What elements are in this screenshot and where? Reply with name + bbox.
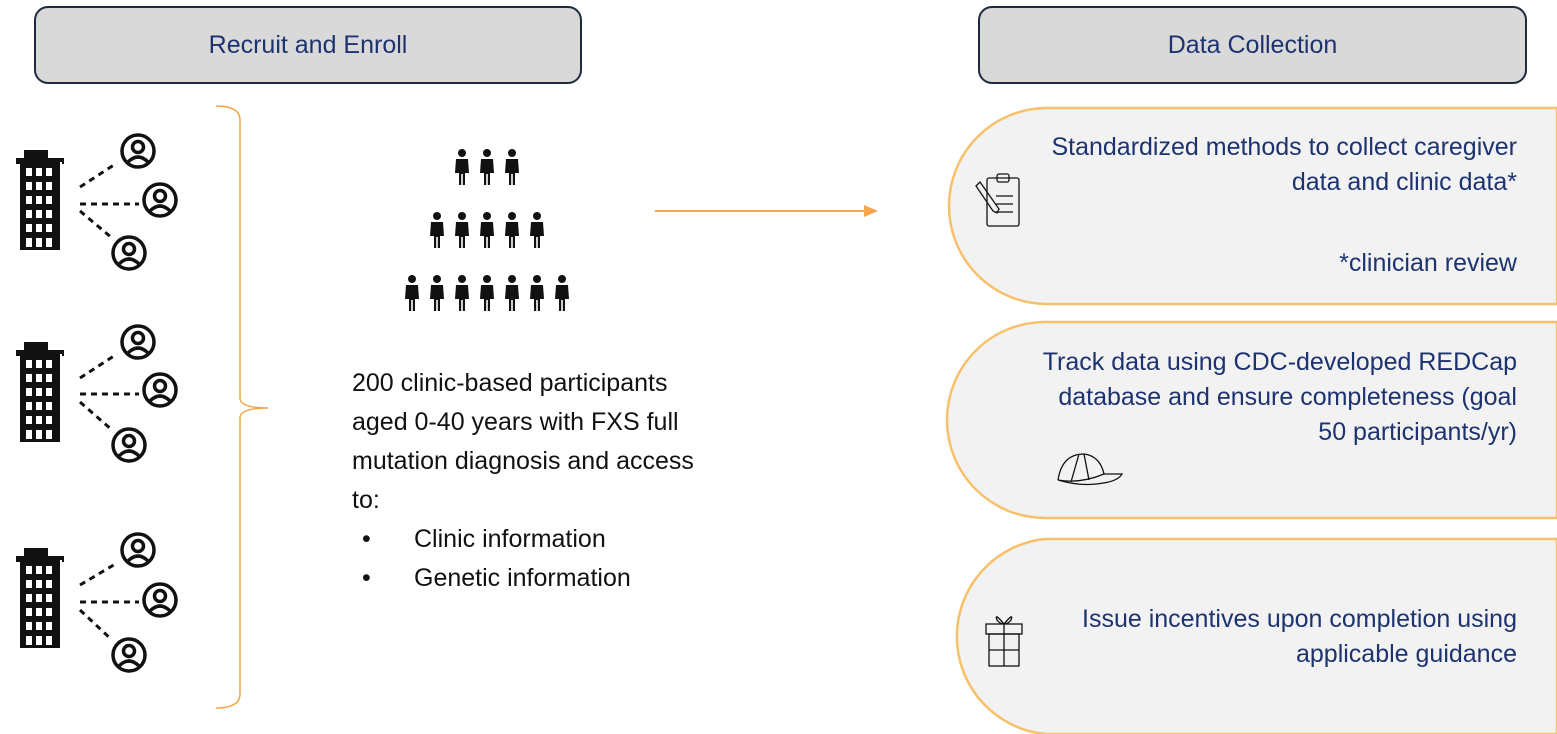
site-2: [16, 324, 178, 463]
connector: [79, 209, 113, 240]
site-3: [16, 532, 178, 673]
building-icon: [16, 150, 64, 250]
person-icon: [120, 532, 156, 568]
access-item-label: Clinic information: [414, 525, 606, 553]
connector: [79, 561, 118, 587]
step-pill-2: [945, 320, 1557, 520]
building-icon: [16, 342, 64, 442]
data-collection-header: Data Collection: [978, 6, 1527, 84]
connector: [78, 608, 114, 642]
person-icon: [142, 372, 178, 408]
data-collection-title: Data Collection: [1167, 30, 1338, 59]
person-icon: [142, 182, 178, 218]
connector: [79, 400, 113, 432]
participants-text: 200 clinic-based participants aged 0-40 …: [352, 369, 694, 514]
person-icon: [111, 427, 147, 463]
recruit-enroll-title: Recruit and Enroll: [208, 30, 408, 59]
site-1: [16, 133, 178, 271]
step-3-text: Issue incentives upon completion using a…: [1082, 605, 1517, 668]
step-pill-3: [955, 537, 1557, 734]
access-item-genetic: • Genetic information: [352, 559, 712, 598]
gift-icon: [985, 616, 1023, 667]
person-icon: [120, 324, 156, 360]
step-pill-1: [947, 106, 1557, 306]
brace: [215, 105, 269, 709]
connector: [79, 161, 118, 189]
connector: [79, 352, 118, 380]
access-item-clinic: • Clinic information: [352, 520, 712, 559]
person-icon: [142, 582, 178, 618]
person-icon: [111, 235, 147, 271]
cap-icon: [1057, 453, 1124, 486]
recruit-enroll-header: Recruit and Enroll: [34, 6, 582, 84]
person-icon: [120, 133, 156, 169]
step-1-note: *clinician review: [1339, 249, 1517, 277]
step-1-text: Standardized methods to collect caregive…: [1051, 133, 1517, 196]
clipboard-icon: [975, 173, 1020, 227]
flow-arrowhead: [864, 205, 878, 217]
participants-description: 200 clinic-based participants aged 0-40 …: [352, 364, 712, 598]
group-icon: [405, 149, 569, 311]
building-icon: [16, 548, 64, 648]
person-icon: [111, 637, 147, 673]
bullet-glyph: •: [362, 564, 371, 592]
access-item-label: Genetic information: [414, 564, 631, 592]
step-2-text: Track data using CDC-developed REDCap da…: [1042, 348, 1517, 446]
access-list: • Clinic information • Genetic informati…: [352, 520, 712, 598]
bullet-glyph: •: [362, 525, 371, 553]
